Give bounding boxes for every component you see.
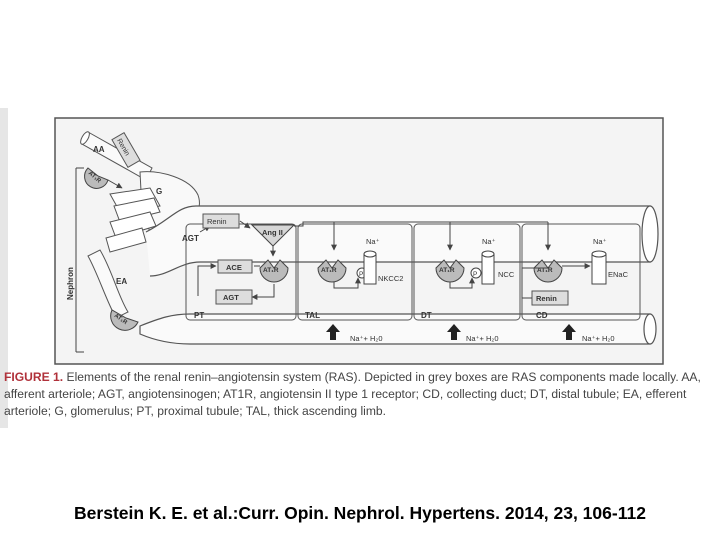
segment-pt <box>185 223 297 321</box>
g-label: G <box>156 187 162 196</box>
p-tal-label: P <box>359 271 363 278</box>
caption-head: FIGURE 1. <box>4 370 64 384</box>
at1r-tal-receptor <box>317 259 347 283</box>
agt-left-label: AGT <box>182 234 199 243</box>
at1r-pt-receptor <box>259 259 289 283</box>
enac-label: ENaC <box>608 270 629 279</box>
nephron-label: Nephron <box>66 267 75 300</box>
dt-signal-arrow <box>449 277 475 289</box>
tal-signal-arrow <box>333 277 361 289</box>
ace-box <box>217 259 253 274</box>
figure-caption: FIGURE 1. Elements of the renal renin–an… <box>4 369 720 420</box>
ncc-channel <box>481 250 495 285</box>
ea-label: EA <box>116 277 127 286</box>
renin-cd-label: Renin <box>536 294 557 303</box>
p-dt-label: P <box>473 271 477 278</box>
citation: Berstein K. E. et al.:Curr. Opin. Nephro… <box>74 503 646 523</box>
flow-dt-label: Na⁺+ H₂0 <box>466 334 499 343</box>
at1r-cd-receptor <box>533 259 563 283</box>
nkcc2-channel <box>363 250 377 285</box>
flow-tal-label: Na⁺+ H₂0 <box>350 334 383 343</box>
dt-label: DT <box>421 311 432 320</box>
renin-cd-arrow <box>521 267 548 299</box>
at1r-tal-label: AT₁R <box>321 267 337 274</box>
cd-label: CD <box>536 311 548 320</box>
enac-channel <box>591 250 607 285</box>
na-tal-label: Na⁺ <box>366 237 380 246</box>
at1r-pt-label: AT₁R <box>263 267 279 274</box>
tal-label: TAL <box>305 311 320 320</box>
aa-label: AA <box>93 145 105 154</box>
na-dt-label: Na⁺ <box>482 237 496 246</box>
segment-dt <box>413 223 521 321</box>
nephron-bracket: Nephron <box>66 167 84 353</box>
renin-box-label: Renin <box>207 217 227 226</box>
ang2-label: Ang II <box>262 228 283 237</box>
pt-arrows <box>197 220 276 300</box>
pt-label: PT <box>194 311 204 320</box>
renin-box <box>202 213 240 229</box>
at1r-cd-label: AT₁R <box>537 267 553 274</box>
p-dt-circle <box>470 267 482 279</box>
figure-outer-edge <box>0 108 8 428</box>
na-cd-label: Na⁺ <box>593 237 607 246</box>
ncc-label: NCC <box>498 270 515 279</box>
flow-arrows <box>326 324 576 340</box>
ang2-distribution <box>294 221 551 251</box>
agt-box-label: AGT <box>223 293 239 302</box>
at1r-dt-label: AT₁R <box>439 267 455 274</box>
ang2-triangle <box>250 224 296 247</box>
at1r-dt-receptor <box>435 259 465 283</box>
flow-cd-label: Na⁺+ H₂0 <box>582 334 615 343</box>
nkcc2-label: NKCC2 <box>378 274 403 283</box>
ace-label: ACE <box>226 263 242 272</box>
renin-cell: Renin <box>111 131 141 169</box>
segment-tal <box>297 223 413 321</box>
caption-text: Elements of the renal renin–angiotensin … <box>4 370 701 418</box>
capillary-lower <box>139 313 657 345</box>
